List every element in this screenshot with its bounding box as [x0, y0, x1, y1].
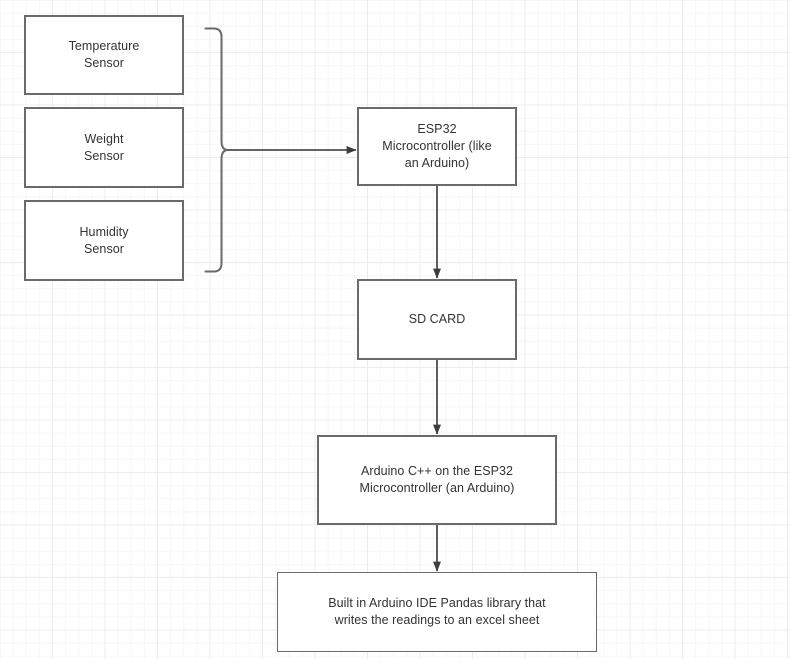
node-label-pandas-writer: Built in Arduino IDE Pandas library that… [328, 596, 546, 627]
node-label-esp32: ESP32 Microcontroller (like an Arduino) [382, 122, 492, 170]
node-pandas-excel-writer[interactable]: Built in Arduino IDE Pandas library that… [277, 572, 597, 652]
node-weight-sensor[interactable]: Weight Sensor [24, 107, 184, 188]
node-arduino-cpp-code[interactable]: Arduino C++ on the ESP32 Microcontroller… [317, 435, 557, 525]
node-temperature-sensor[interactable]: Temperature Sensor [24, 15, 184, 95]
node-label-humidity-sensor: Humidity Sensor [79, 224, 129, 256]
curly-brace-sensors [204, 27, 229, 273]
node-esp32-microcontroller[interactable]: ESP32 Microcontroller (like an Arduino) [357, 107, 517, 186]
node-sd-card[interactable]: SD CARD [357, 279, 517, 360]
node-label-arduino-code: Arduino C++ on the ESP32 Microcontroller… [359, 464, 515, 495]
node-label-temperature-sensor: Temperature Sensor [68, 39, 140, 70]
node-label-weight-sensor: Weight Sensor [84, 131, 124, 163]
node-label-sd-card: SD CARD [408, 312, 466, 326]
node-humidity-sensor[interactable]: Humidity Sensor [24, 200, 184, 281]
